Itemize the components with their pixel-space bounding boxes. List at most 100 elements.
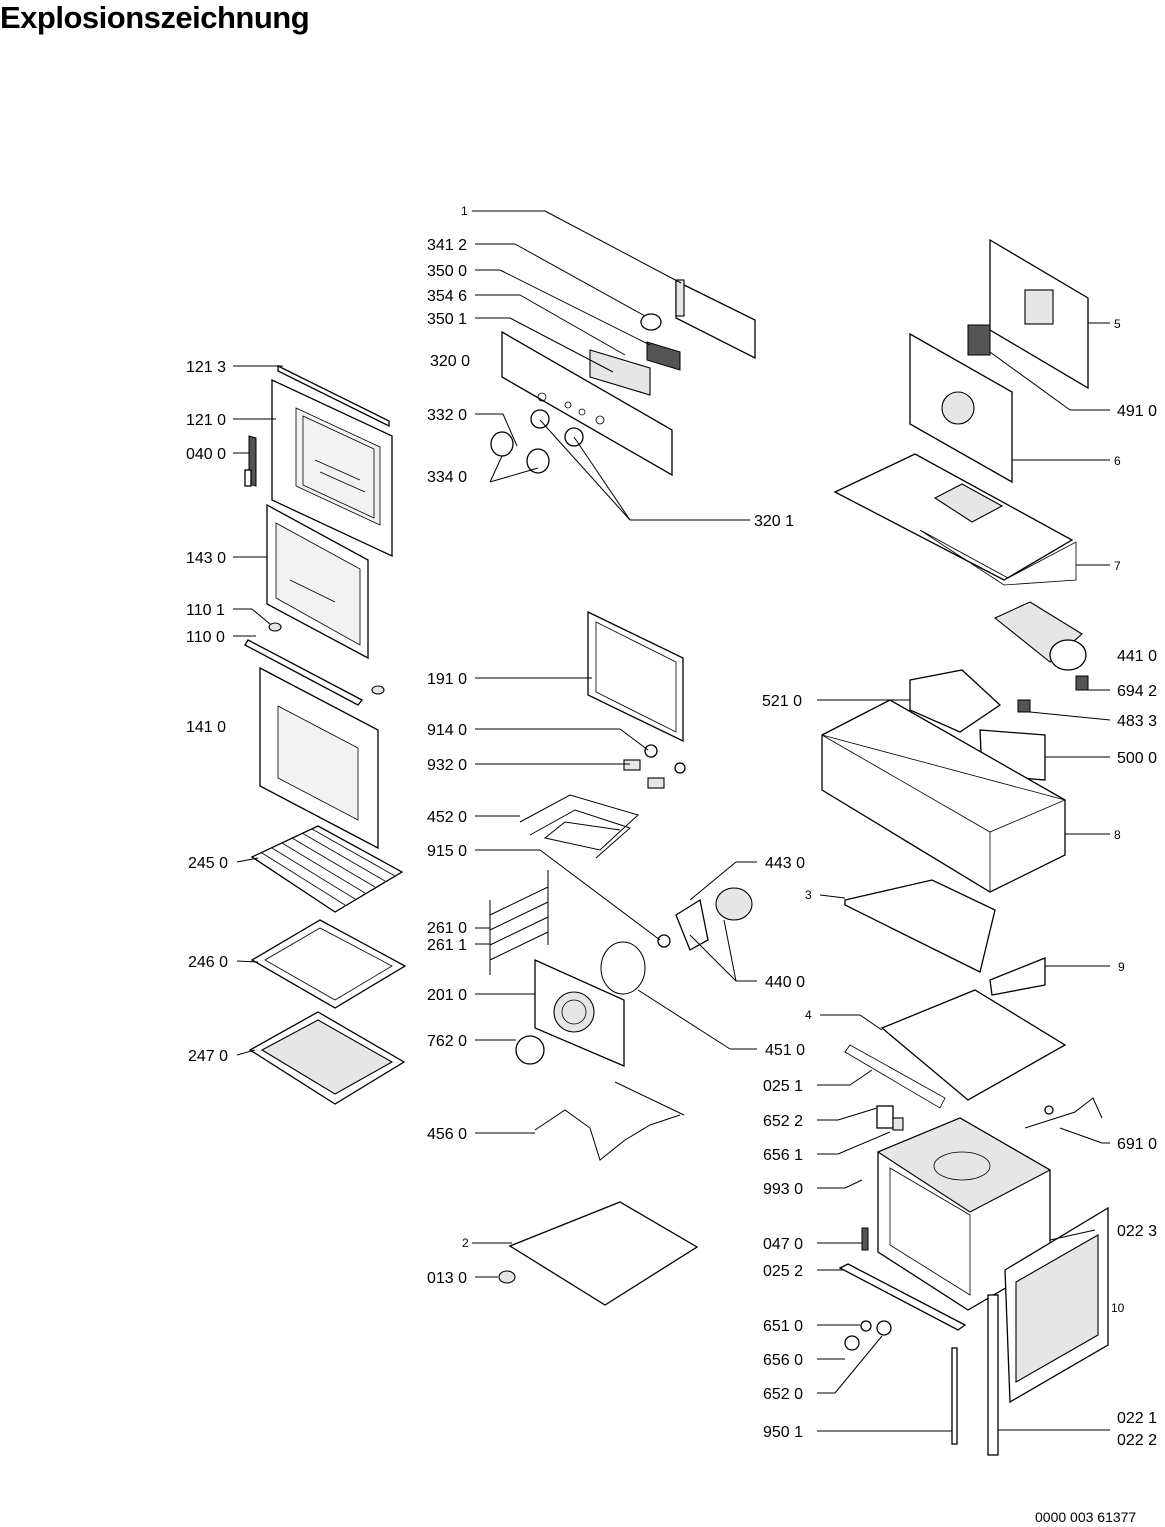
front-frame-part [1004,1206,1109,1404]
lower-heating-element-part [534,1081,685,1161]
outer-door-frame-part [271,378,393,558]
label-440-0: 440 0 [765,974,805,991]
control-knobs-part [490,409,584,474]
label-246-0: 246 0 [188,954,228,971]
wire-rack-part [250,825,404,913]
label-451-0: 451 0 [765,1042,805,1059]
cavity-clip-part [861,1227,869,1251]
diagram-title: Explosionszeichnung [0,0,310,35]
label-483-3: 483 3 [1117,713,1157,730]
front-bottom-rail-part [838,1263,967,1331]
label-691-0: 691 0 [1117,1136,1157,1153]
label-656-1: 656 1 [763,1147,803,1164]
grill-element-part [519,794,639,859]
label-350-0: 350 0 [427,263,467,280]
label-341-2: 341 2 [427,237,467,254]
control-panel-fascia-part [501,330,673,477]
label-4: 4 [805,1008,812,1022]
rear-panel-part [989,238,1089,390]
label-025-2: 025 2 [763,1263,803,1280]
label-022-3: 022 3 [1117,1223,1157,1240]
label-452-0: 452 0 [427,809,467,826]
bottom-plate-part [498,1201,699,1306]
label-3: 3 [805,888,812,902]
label-141-0: 141 0 [186,719,226,736]
door-hinge-part [244,435,257,487]
lamp-and-springs-part [623,744,686,789]
lamp-socket-part [844,1320,892,1351]
label-040-0: 040 0 [186,446,226,463]
label-652-2: 652 2 [763,1113,803,1130]
cavity-screw-part [844,1179,863,1189]
baking-tray-part [250,919,407,1009]
label-261-1: 261 1 [427,937,467,954]
label-247-0: 247 0 [188,1048,228,1065]
fan-motor-part [657,887,753,951]
label-201-0: 201 0 [427,987,467,1004]
label-013-0: 013 0 [427,1270,467,1287]
label-914-0: 914 0 [427,722,467,739]
temperature-sensor-part [1024,1097,1103,1129]
label-932-0: 932 0 [427,757,467,774]
rear-wall-part [909,324,1013,484]
label-762-0: 762 0 [427,1033,467,1050]
label-261-0: 261 0 [427,920,467,937]
label-652-0: 652 0 [763,1386,803,1403]
label-191-0: 191 0 [427,671,467,688]
label-350-1: 350 1 [427,311,467,328]
side-rack-rails-part [489,870,549,975]
label-6: 6 [1114,454,1121,468]
label-443-0: 443 0 [765,855,805,872]
door-trim-strip-part [277,364,390,428]
label-245-0: 245 0 [188,855,228,872]
seal-strip-part [951,1347,958,1445]
label-694-2: 694 2 [1117,683,1157,700]
door-switch-part [876,1105,904,1131]
label-7: 7 [1114,559,1121,573]
label-332-0: 332 0 [427,407,467,424]
circular-heating-element-part [600,941,646,995]
label-456-0: 456 0 [427,1126,467,1143]
leader-lines [233,210,1111,1432]
rear-cover-plate-part [587,610,684,743]
label-651-0: 651 0 [763,1318,803,1335]
fan-cover-part [534,958,625,1067]
side-rail-part [844,879,996,973]
label-5: 5 [1114,317,1121,331]
door-bracket-clips-part [244,622,385,706]
top-cover-part [833,453,1077,586]
base-plate-part [844,989,1067,1109]
label-354-6: 354 6 [427,288,467,305]
label-9: 9 [1118,960,1125,974]
control-box-housing-part [821,699,1067,893]
small-bracket-part [989,957,1046,996]
label-8: 8 [1114,828,1121,842]
label-110-0: 110 0 [186,629,225,646]
document-number: 0000 003 61377 [1035,1509,1137,1525]
label-2: 2 [462,1236,469,1250]
deep-roasting-pan-part [248,1011,406,1105]
label-022-1: 022 1 [1117,1410,1157,1427]
label-656-0: 656 0 [763,1352,803,1369]
control-bracket-part [675,279,756,360]
label-334-0: 334 0 [427,469,467,486]
label-993-0: 993 0 [763,1181,803,1198]
label-1: 1 [461,204,468,218]
inner-glass-pane-part [266,503,369,660]
label-110-1: 110 1 [186,602,225,619]
label-025-1: 025 1 [763,1078,803,1095]
label-950-1: 950 1 [763,1424,803,1441]
lamp-cover-part [515,1035,545,1065]
oven-cavity-part [876,1117,1052,1311]
label-121-3: 121 3 [186,359,226,376]
label-320-0: 320 0 [430,353,470,370]
label-143-0: 143 0 [186,550,226,567]
cooling-fan-part [993,601,1089,691]
control-module-part [589,313,681,396]
label-121-0: 121 0 [186,412,226,429]
part-number-labels: 1 341 2 350 0 354 6 350 1 320 0 332 0 33… [186,204,1157,1449]
label-915-0: 915 0 [427,843,467,860]
label-10: 10 [1111,1301,1125,1315]
label-320-1: 320 1 [754,513,794,530]
